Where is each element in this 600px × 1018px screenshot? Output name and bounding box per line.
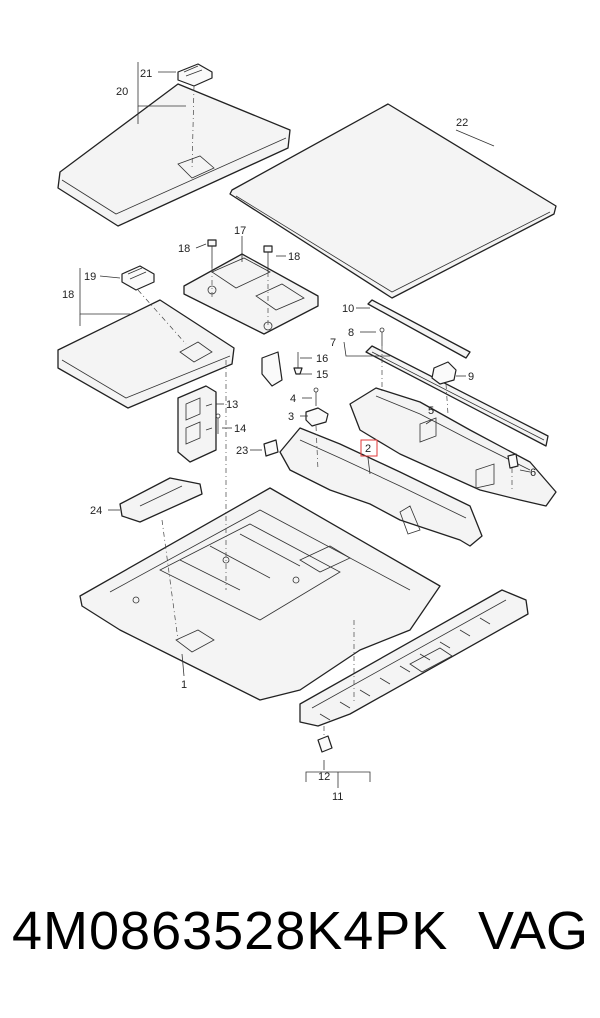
seal-strip-10 bbox=[367, 299, 471, 359]
screw-18-left bbox=[207, 239, 217, 268]
part-number: 4M0863528K4PK bbox=[12, 901, 449, 961]
screw-4 bbox=[313, 387, 319, 406]
callout-18-right: 18 bbox=[288, 251, 300, 263]
callout-8: 8 bbox=[348, 327, 354, 339]
callout-22: 21 bbox=[140, 68, 152, 80]
floor-pan-1 bbox=[79, 487, 441, 701]
exploded-parts-diagram: 21 20 22 17 18 18 19 18 10 8 7 16 15 9 4… bbox=[57, 62, 557, 803]
holder-bracket bbox=[177, 385, 217, 463]
callout-18-left: 18 bbox=[178, 243, 190, 255]
callout-9: 9 bbox=[468, 371, 474, 383]
screw-18-right bbox=[263, 245, 273, 272]
highlight-box bbox=[360, 439, 378, 457]
callouts: 21 20 22 17 18 18 19 18 10 8 7 16 15 9 4… bbox=[62, 68, 536, 803]
clip-12 bbox=[317, 735, 333, 753]
sill-strip-7 bbox=[365, 345, 549, 447]
load-floor-panel-upper bbox=[57, 83, 291, 227]
callout-20: 19 bbox=[84, 271, 96, 283]
clip-6 bbox=[507, 453, 519, 469]
callout-12: 12 bbox=[318, 771, 330, 783]
callout-19: 18 bbox=[62, 289, 74, 301]
callout-24: 23 bbox=[236, 445, 248, 457]
bracket-plate bbox=[183, 253, 319, 335]
trim-panel-5 bbox=[349, 387, 557, 507]
load-floor-panel-lower bbox=[57, 299, 235, 409]
leader-lines bbox=[79, 62, 531, 788]
callout-13: 13 bbox=[226, 399, 238, 411]
screw-8 bbox=[379, 327, 385, 346]
callout-3: 3 bbox=[288, 411, 294, 423]
sill-cover-11 bbox=[299, 589, 529, 727]
callout-2: 2 bbox=[365, 443, 371, 455]
clip-24 bbox=[263, 439, 279, 457]
screw-14 bbox=[215, 413, 221, 434]
callout-1: 1 bbox=[181, 679, 187, 691]
handle-lower bbox=[121, 265, 155, 291]
callout-4: 4 bbox=[290, 393, 296, 405]
callout-15: 15 bbox=[316, 369, 328, 381]
brand-label: VAG bbox=[478, 901, 589, 961]
handle-upper bbox=[177, 63, 213, 87]
clip-9 bbox=[431, 361, 457, 385]
callout-23: 22 bbox=[456, 117, 468, 129]
assembly-lines bbox=[137, 85, 513, 736]
screw-16 bbox=[293, 352, 303, 375]
callout-17: 17 bbox=[234, 225, 246, 237]
floor-mat bbox=[229, 103, 557, 299]
cover-25 bbox=[119, 477, 203, 523]
callout-16: 16 bbox=[316, 353, 328, 365]
callout-5: 5 bbox=[428, 405, 434, 417]
callout-25: 24 bbox=[90, 505, 102, 517]
clip-3 bbox=[305, 407, 329, 427]
callout-10: 10 bbox=[342, 303, 354, 315]
callout-21: 20 bbox=[116, 86, 128, 98]
callout-11: 11 bbox=[332, 791, 343, 803]
callout-6: 6 bbox=[530, 467, 536, 479]
clip-15 bbox=[261, 351, 283, 387]
callout-14: 14 bbox=[234, 423, 246, 435]
callout-7: 7 bbox=[330, 337, 336, 349]
